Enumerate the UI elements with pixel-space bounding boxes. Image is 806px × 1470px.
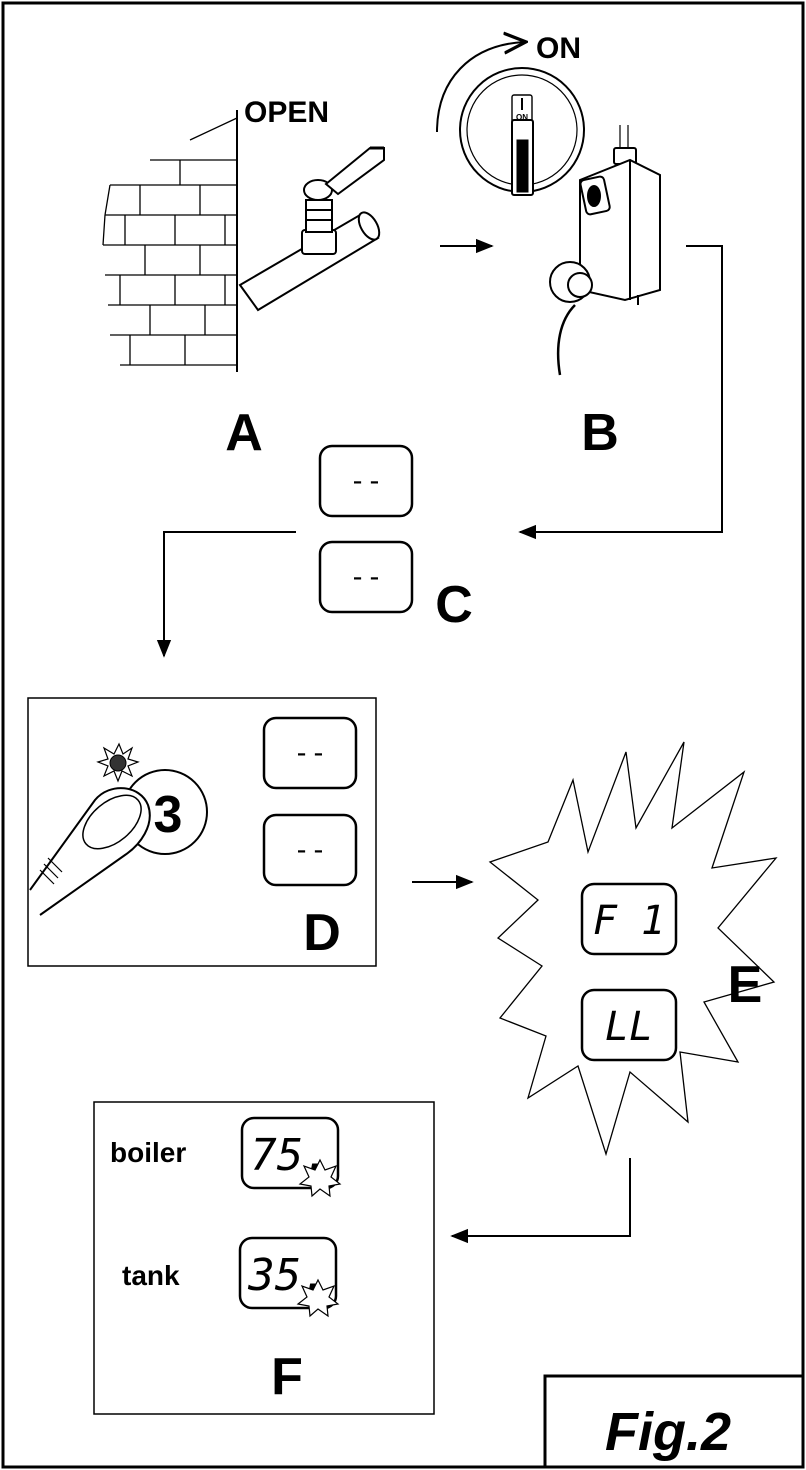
step-e: F 1 LL E — [488, 741, 778, 1157]
tank-label: tank — [122, 1260, 180, 1291]
display-c-bottom-text: -- — [349, 560, 383, 593]
display-c-bottom — [318, 540, 414, 614]
step-a-action-label: OPEN — [244, 96, 329, 129]
step-c-letter: C — [435, 576, 473, 634]
display-d-bottom — [262, 813, 358, 887]
gas-valve-illustration — [238, 146, 385, 312]
figure-title-box: Fig.2 — [543, 1374, 803, 1467]
indicator-led-icon — [109, 754, 127, 772]
display-e-bottom — [580, 988, 678, 1062]
switch-on-text: ON — [516, 113, 528, 122]
step-a-letter: A — [225, 404, 263, 462]
boiler-unit-illustration — [549, 125, 661, 376]
display-d-top-text: -- — [293, 736, 327, 769]
display-e-bottom-text: LL — [605, 1004, 653, 1050]
display-e-top-text: F 1 — [593, 898, 665, 944]
step-d: 3 -- -- D — [27, 697, 377, 967]
display-d-bottom-text: -- — [293, 833, 327, 866]
step-b-letter: B — [581, 404, 619, 462]
arrow-c-to-d — [156, 531, 296, 658]
step-b: ON ON B — [436, 32, 661, 462]
display-e-top — [580, 882, 678, 956]
step-f-letter: F — [271, 1348, 303, 1406]
step-c: -- -- C — [318, 444, 473, 634]
step-a: OPEN A — [102, 96, 385, 462]
boiler-label: boiler — [110, 1137, 186, 1168]
figure-title: Fig.2 — [605, 1402, 731, 1462]
tank-blink-icon — [296, 1278, 340, 1318]
step-b-action-label: ON — [536, 32, 581, 65]
power-switch-knob-icon — [459, 67, 585, 196]
display-c-top — [318, 444, 414, 518]
step-d-letter: D — [303, 904, 341, 962]
step-e-letter: E — [728, 956, 763, 1014]
arrow-b-to-c — [518, 245, 723, 540]
display-c-top-text: -- — [349, 464, 383, 497]
display-d-top — [262, 716, 358, 790]
boiler-blink-icon — [298, 1158, 342, 1198]
brick-wall-illustration — [102, 110, 238, 372]
pressing-finger-icon — [29, 787, 151, 916]
step-f: boiler 75. tank 35. F — [93, 1101, 435, 1415]
rotation-arrow-icon — [436, 42, 524, 133]
button-3-number: 3 — [154, 786, 183, 844]
arrow-e-to-f — [450, 1158, 631, 1244]
